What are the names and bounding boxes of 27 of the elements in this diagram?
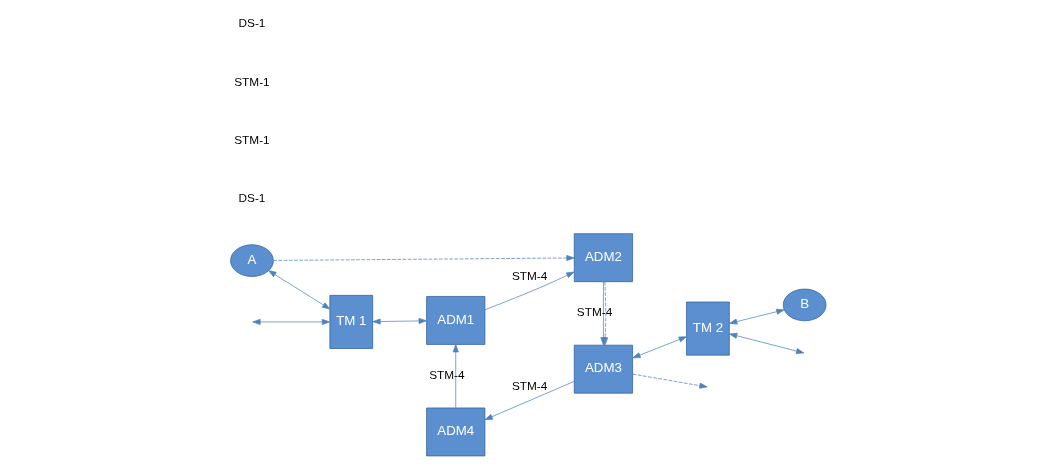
edge-label: STM-4 — [511, 378, 548, 393]
node-box: TM 1 — [329, 294, 374, 349]
label: DS-1 — [238, 16, 266, 31]
label: DS-1 — [238, 191, 266, 206]
node-box: TM 2 — [686, 301, 730, 356]
arrow — [372, 318, 427, 325]
arrow — [484, 381, 575, 421]
label: STM-1 — [234, 132, 270, 147]
arrow — [729, 332, 805, 354]
edge-label: STM-4 — [429, 368, 465, 382]
node-box: ADM1 — [426, 296, 486, 345]
arrow — [268, 270, 331, 310]
node-box: ADM4 — [426, 407, 486, 457]
arrow — [729, 308, 785, 325]
arrow — [632, 336, 687, 359]
arrow — [273, 255, 575, 261]
edge-label: STM-4 — [511, 269, 548, 284]
arrow — [484, 271, 575, 311]
node-box: ADM3 — [573, 344, 633, 394]
label: STM-1 — [234, 74, 270, 89]
arrow — [452, 344, 459, 409]
arrow — [632, 373, 708, 389]
edge-label: STM-4 — [576, 305, 613, 320]
node-box: ADM2 — [573, 233, 633, 283]
node-ellipse: B — [782, 288, 827, 322]
arrow — [252, 318, 330, 325]
node-ellipse: A — [230, 244, 274, 277]
